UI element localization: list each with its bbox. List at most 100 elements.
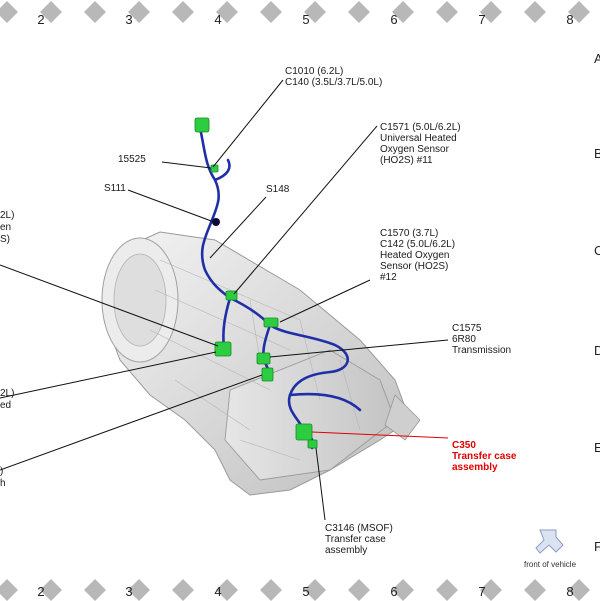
label-line: assembly (452, 462, 498, 473)
border-marker-bottom (568, 579, 590, 601)
border-marker-bottom (0, 579, 18, 601)
border-marker-bottom (260, 579, 282, 601)
grid-col-top-5: 5 (302, 12, 309, 27)
label-line: C350 (452, 440, 476, 451)
border-marker-top (0, 1, 18, 23)
border-marker-bottom (436, 579, 458, 601)
border-marker-top (260, 1, 282, 23)
label-line: Universal Heated (380, 133, 457, 144)
border-marker-bottom (524, 579, 546, 601)
grid-row-C: C (594, 243, 600, 258)
border-marker-bottom (392, 579, 414, 601)
grid-row-B: B (594, 146, 600, 161)
border-marker-bottom (304, 579, 326, 601)
grid-col-bottom-7: 7 (478, 584, 485, 599)
label-line: ) (0, 466, 3, 477)
label-line: S148 (266, 184, 290, 195)
border-marker-bottom (480, 579, 502, 601)
connector-left-1 (214, 341, 232, 357)
border-marker-top (568, 1, 590, 23)
label-s111: S111 (104, 183, 126, 194)
grid-col-top-3: 3 (125, 12, 132, 27)
grid-row-F: F (594, 539, 600, 554)
connector-c3146 (307, 439, 318, 449)
label-line: Transmission (452, 345, 511, 356)
grid-row-D: D (594, 343, 600, 358)
grid-col-bottom-6: 6 (390, 584, 397, 599)
label-left-cut-2: 2L)ed (0, 388, 14, 411)
connector-c350 (295, 423, 313, 441)
border-marker-top (216, 1, 238, 23)
border-marker-bottom (40, 579, 62, 601)
grid-col-bottom-4: 4 (214, 584, 221, 599)
label-line: C3146 (MSOF) (325, 523, 393, 534)
border-marker-bottom (128, 579, 150, 601)
connector-15525 (210, 164, 219, 173)
grid-col-top-8: 8 (566, 12, 573, 27)
label-line: front of vehicle (524, 560, 577, 569)
label-line: (HO2S) #11 (380, 155, 433, 166)
border-marker-top (304, 1, 326, 23)
label-s148: S148 (266, 184, 290, 195)
border-marker-bottom (172, 579, 194, 601)
connectors (194, 117, 318, 449)
front-of-vehicle-label: front of vehicle (524, 560, 577, 569)
grid-col-top-6: 6 (390, 12, 397, 27)
border-marker-top (128, 1, 150, 23)
front-of-vehicle-indicator: front of vehicle (524, 529, 577, 569)
label-c1570: C1570 (3.7L)C142 (5.0L/6.2L)Heated Oxyge… (380, 228, 455, 283)
grid-row-E: E (594, 440, 600, 455)
label-line: 6R80 (452, 334, 476, 345)
border-marker-top (392, 1, 414, 23)
border-marker-top (348, 1, 370, 23)
label-line: h (0, 478, 6, 489)
label-line: 2L) (0, 388, 14, 399)
border-marker-top (40, 1, 62, 23)
grid-row-A: A (594, 51, 600, 66)
label-line: Transfer case (325, 534, 386, 545)
label-line: Oxygen Sensor (380, 144, 450, 155)
label-line: ed (0, 400, 11, 411)
leader-lines (0, 79, 449, 521)
label-line: C1570 (3.7L) (380, 228, 438, 239)
border-marker-bottom (348, 579, 370, 601)
grid-col-bottom-2: 2 (37, 584, 44, 599)
border-marker-top (172, 1, 194, 23)
label-line: 2L) (0, 210, 14, 221)
label-c1010: C1010 (6.2L)C140 (3.5L/3.7L/5.0L) (285, 66, 382, 88)
label-line: Transfer case (452, 451, 517, 462)
border-marker-top (480, 1, 502, 23)
border-marker-bottom (216, 579, 238, 601)
connector-c1010 (194, 117, 210, 133)
label-line: en (0, 222, 11, 233)
label-line: Sensor (HO2S) (380, 261, 448, 272)
connector-left-2 (261, 367, 274, 382)
labels: C1010 (6.2L)C140 (3.5L/3.7L/5.0L) 15525 … (0, 66, 517, 556)
label-line: S111 (104, 183, 126, 194)
border-marker-top (84, 1, 106, 23)
label-line: S) (0, 234, 10, 245)
border-marker-top (436, 1, 458, 23)
label-line: assembly (325, 545, 367, 556)
grid-col-bottom-8: 8 (566, 584, 573, 599)
grid-col-top-7: 7 (478, 12, 485, 27)
connector-c1575 (256, 352, 271, 365)
connector-c1570 (263, 317, 279, 328)
label-line: C1575 (452, 323, 482, 334)
label-line: C142 (5.0L/6.2L) (380, 239, 455, 250)
leader-line-c350 (311, 431, 449, 439)
label-line: C140 (3.5L/3.7L/5.0L) (285, 77, 382, 88)
border-marker-bottom (84, 579, 106, 601)
label-line: C1571 (5.0L/6.2L) (380, 122, 461, 133)
grid-col-bottom-3: 3 (125, 584, 132, 599)
label-line: #12 (380, 272, 397, 283)
